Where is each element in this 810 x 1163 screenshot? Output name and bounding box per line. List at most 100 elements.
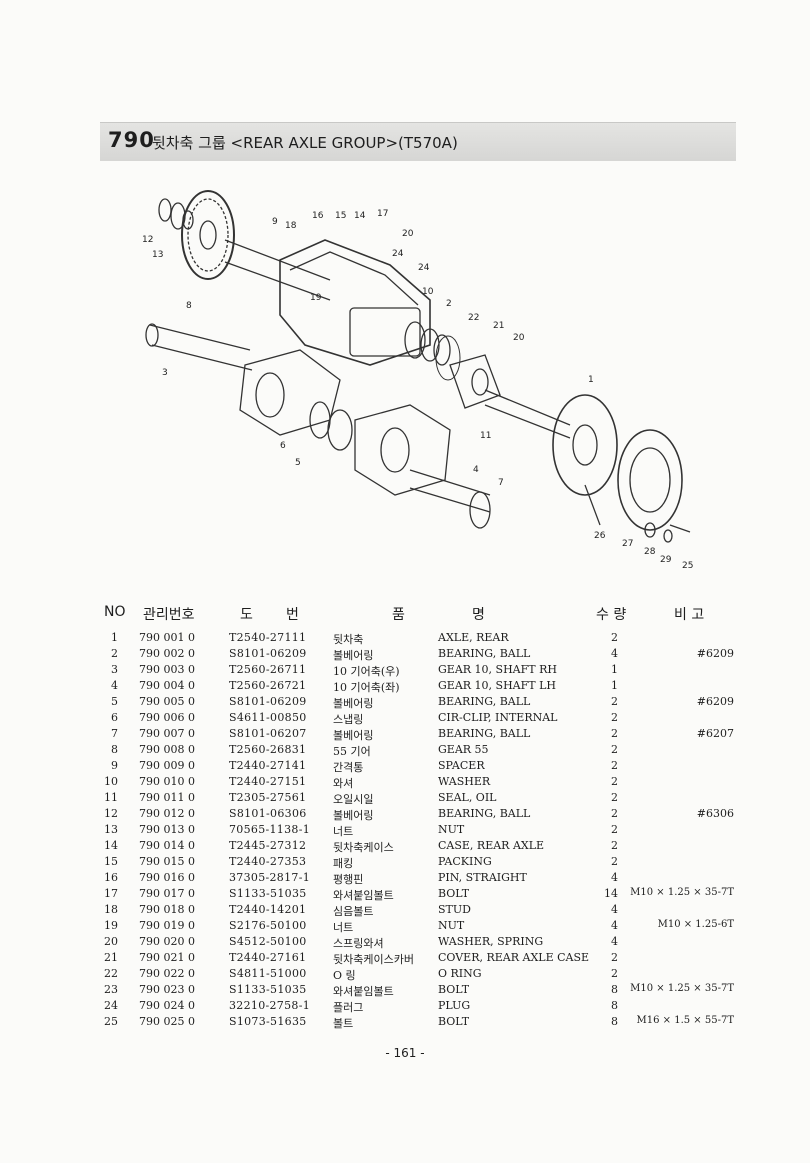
header-qty: 수 량 xyxy=(596,607,627,623)
management-number: 790 014 0 xyxy=(139,839,195,852)
part-code: S8101-06209 xyxy=(229,695,307,708)
diagram-label: 15 xyxy=(335,211,346,221)
remark: #6306 xyxy=(696,807,734,820)
diagram-label: 17 xyxy=(377,209,388,219)
part-name-korean: 스냅링 xyxy=(333,713,364,726)
row-number: 21 xyxy=(104,951,118,964)
quantity: 2 xyxy=(611,775,618,788)
management-number: 790 023 0 xyxy=(139,983,195,996)
quantity: 2 xyxy=(611,951,618,964)
row-number: 24 xyxy=(104,999,118,1012)
diagram-label: 1 xyxy=(588,375,594,385)
quantity: 2 xyxy=(611,759,618,772)
diagram-label: 18 xyxy=(285,221,297,231)
diagram-label: 14 xyxy=(354,211,366,221)
header-name-a: 품 xyxy=(392,607,405,623)
quantity: 1 xyxy=(611,663,618,676)
diagram-label: 9 xyxy=(272,217,278,227)
diagram-label: 16 xyxy=(312,211,324,221)
row-number: 3 xyxy=(111,663,118,676)
part-code: 37305-2817-1 xyxy=(229,871,311,884)
diagram-label: 24 xyxy=(392,249,404,259)
part-code: 32210-2758-1 xyxy=(229,999,311,1012)
management-number: 790 006 0 xyxy=(139,711,195,724)
part-name-korean: 심음볼트 xyxy=(333,905,374,918)
quantity: 2 xyxy=(611,711,618,724)
part-code: T2560-26711 xyxy=(229,663,307,676)
diagram-label: 3 xyxy=(162,368,168,378)
header-name-b: 명 xyxy=(472,607,485,623)
part-name-english: PLUG xyxy=(438,999,471,1012)
quantity: 1 xyxy=(611,679,618,692)
quantity: 2 xyxy=(611,791,618,804)
diagram-label: 19 xyxy=(310,293,322,303)
part-name-english: BOLT xyxy=(438,1015,470,1028)
diagram-label: 11 xyxy=(480,431,491,441)
diagram-label: 29 xyxy=(660,555,672,565)
management-number: 790 007 0 xyxy=(139,727,195,740)
row-number: 12 xyxy=(104,807,118,820)
header-no: NO xyxy=(104,604,126,620)
part-name-korean: 오일시일 xyxy=(333,793,374,806)
header-mgmt: 관리번호 xyxy=(143,607,195,623)
part-name-english: BEARING, BALL xyxy=(438,695,531,708)
section-title: 뒷차축 그룹 <REAR AXLE GROUP>(T570A) xyxy=(152,134,458,152)
part-name-korean: 와셔붙임볼트 xyxy=(333,985,394,998)
diagram-label: 20 xyxy=(402,229,414,239)
part-code: S4512-50100 xyxy=(229,935,307,948)
quantity: 4 xyxy=(611,871,618,884)
diagram-label: 28 xyxy=(644,547,656,557)
remark: M10 × 1.25 × 35-7T xyxy=(630,887,734,898)
part-code: T2305-27561 xyxy=(229,791,307,804)
exploded-parts-diagram: 12 13 8 9 18 16 15 14 17 20 24 24 10 19 … xyxy=(142,190,693,571)
row-number: 15 xyxy=(104,855,118,868)
management-number: 790 017 0 xyxy=(139,887,195,900)
part-code: S8101-06306 xyxy=(229,807,307,820)
part-code: S8101-06207 xyxy=(229,727,307,740)
diagram-label: 7 xyxy=(498,478,504,488)
part-name-korean: 너트 xyxy=(333,825,354,838)
quantity: 4 xyxy=(611,647,618,660)
part-name-english: WASHER, SPRING xyxy=(438,935,544,948)
management-number: 790 021 0 xyxy=(139,951,195,964)
header-code-b: 번 xyxy=(286,607,299,623)
row-number: 8 xyxy=(111,743,118,756)
management-number: 790 011 0 xyxy=(139,791,195,804)
part-name-english: O RING xyxy=(438,967,482,980)
row-number: 7 xyxy=(111,727,118,740)
diagram-label: 24 xyxy=(418,263,430,273)
quantity: 2 xyxy=(611,727,618,740)
remark: M10 × 1.25 × 35-7T xyxy=(630,983,734,994)
part-name-english: SEAL, OIL xyxy=(438,791,497,804)
part-code: T2440-14201 xyxy=(229,903,307,916)
part-code: T2440-27353 xyxy=(229,855,307,868)
part-name-korean: 볼베어링 xyxy=(333,809,374,822)
part-code: S1073-51635 xyxy=(229,1015,307,1028)
part-name-english: SPACER xyxy=(438,759,485,772)
quantity: 4 xyxy=(611,903,618,916)
part-name-korean: O 링 xyxy=(333,969,356,982)
part-name-english: PACKING xyxy=(438,855,492,868)
diagram-label: 5 xyxy=(295,458,301,468)
management-number: 790 016 0 xyxy=(139,871,195,884)
row-number: 16 xyxy=(104,871,118,884)
part-name-english: NUT xyxy=(438,823,465,836)
part-code: T2445-27312 xyxy=(229,839,307,852)
part-name-korean: 볼베어링 xyxy=(333,729,374,742)
remark: #6209 xyxy=(696,695,734,708)
quantity: 2 xyxy=(611,695,618,708)
management-number: 790 010 0 xyxy=(139,775,195,788)
